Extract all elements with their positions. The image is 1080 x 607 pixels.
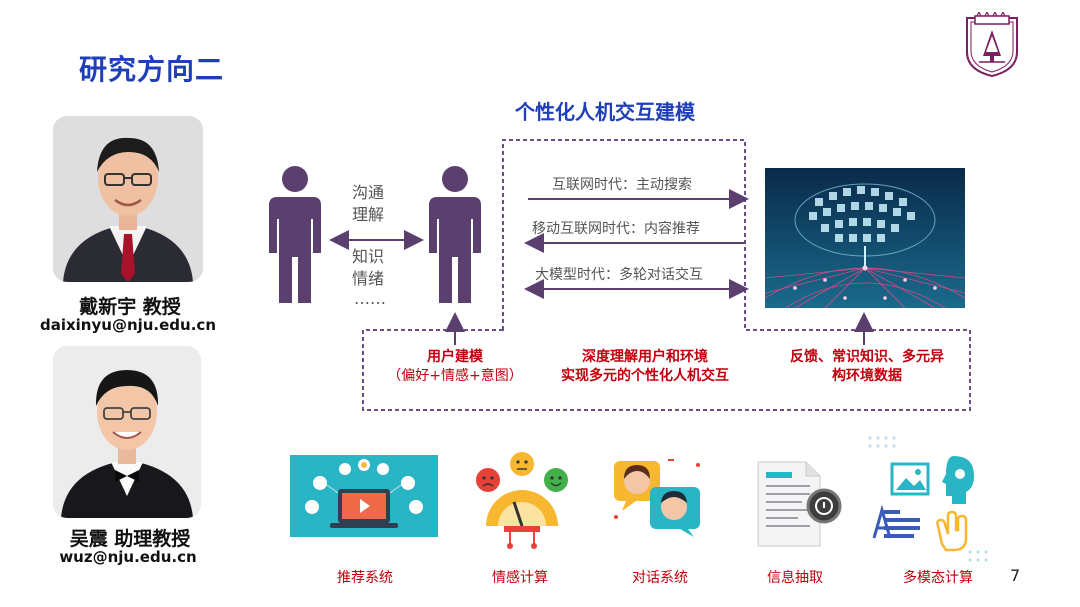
page-number: 7 [1010,566,1021,585]
environment-data-label: 反馈、常识知识、多元异 构环境数据 [772,348,962,386]
recommendation-era-label: 移动互联网时代：内容推荐 [532,221,700,237]
professor-name: 戴新宇 教授 [79,296,181,318]
label-recommendation-system: 推荐系统 [337,570,393,586]
term-emotion: 情绪 [352,269,385,288]
term-understand: 理解 [352,205,385,224]
university-logo [963,10,1021,78]
recommendation-system-icon [290,455,438,537]
user-modeling-subtitle: （偏好+情感+意图） [387,368,523,384]
dialogue-system-icon [610,455,706,539]
environment-data-line2: 构环境数据 [832,368,902,384]
multimodal-computing-icon [866,434,1000,564]
slide-title: 研究方向二 [79,53,225,86]
center-goal-line1: 深度理解用户和环境 [582,349,708,365]
term-ellipsis: …… [354,289,386,308]
ai-network-image [765,168,965,308]
assistant-professor-email[interactable]: wuz@nju.edu.cn [59,548,197,566]
information-extraction-icon [752,458,844,550]
affective-computing-icon [468,450,576,550]
assistant-professor-name: 吴震 助理教授 [69,528,191,550]
assistant-professor-photo [53,346,201,518]
person-right-icon [425,165,485,305]
center-goal-line2: 实现多元的个性化人机交互 [561,368,729,384]
user-modeling-label: 用户建模 （偏好+情感+意图） [380,348,530,386]
environment-data-line1: 反馈、常识知识、多元异 [790,349,944,365]
term-knowledge: 知识 [352,247,385,266]
diagram-title: 个性化人机交互建模 [515,100,695,124]
dialogue-era-label: 大模型时代：多轮对话交互 [535,267,703,283]
label-multimodal-computing: 多模态计算 [903,570,973,586]
label-dialogue-system: 对话系统 [632,570,688,586]
label-information-extraction: 信息抽取 [767,570,823,586]
term-communicate: 沟通 [352,183,385,202]
label-affective-computing: 情感计算 [492,570,548,586]
professor-email[interactable]: daixinyu@nju.edu.cn [39,316,216,334]
search-era-label: 互联网时代：主动搜索 [552,177,692,193]
center-goal-label: 深度理解用户和环境 实现多元的个性化人机交互 [540,348,750,386]
professor-photo [53,116,203,282]
person-left-icon [265,165,325,305]
dashed-boundary [362,139,971,411]
user-modeling-title: 用户建模 [427,349,483,365]
